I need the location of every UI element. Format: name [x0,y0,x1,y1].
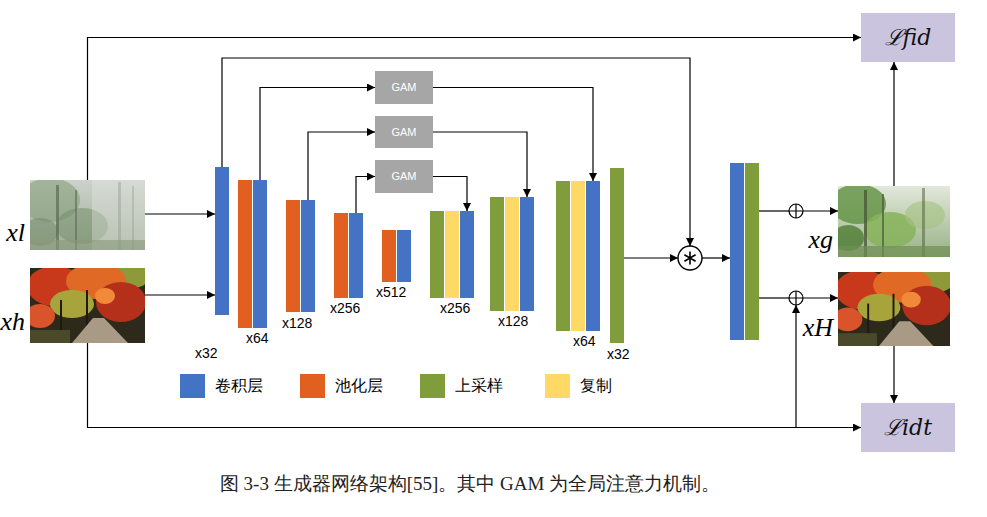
conv-bar [520,197,534,311]
bottleneck-block: x512 [382,230,411,282]
loss-label: ℒidt [884,417,932,439]
channel-label: x256 [440,301,470,315]
legend-label: 池化层 [335,378,383,394]
loss-box: ℒfid [861,13,955,62]
legend-swatch [180,374,205,398]
box-label: GAM [391,82,416,93]
legend-item: 池化层 [300,374,383,398]
decoder-block: x256 [430,211,474,298]
upsample-bar [490,197,504,311]
input-image: xh [30,268,145,343]
legend-label: 复制 [580,378,612,394]
connector-arrow [433,132,527,197]
autumn-road-image [30,268,145,343]
image-label: xg [808,227,833,253]
connector-arrow [893,62,894,186]
connector-arrow [308,132,375,200]
connector-arrow [433,88,593,182]
pool-bar [334,213,348,298]
encoder-block: x128 [286,200,315,312]
caption-box: 图 3-3 生成器网络架构[55]。其中 GAM 为全局注意力机制。 [0,474,940,494]
output-conv-bar [730,163,744,340]
pool-bar [286,200,300,312]
channel-label: x128 [282,316,312,330]
channel-label: x128 [498,314,528,328]
connector-arrow [433,177,467,212]
connector-arrow [356,177,375,214]
image-label: xH [803,315,833,341]
figure-caption: 图 3-3 生成器网络架构[55]。其中 GAM 为全局注意力机制。 [220,474,720,493]
conv-bar [253,180,267,328]
input-image: xl [30,180,145,250]
legend-label: 卷积层 [215,378,263,394]
conv-bar [397,230,411,282]
output-image: xH [838,272,950,346]
image-label: xh [0,309,25,335]
encoder-block: x64 [238,180,267,328]
channel-label: x32 [607,347,630,361]
attention-box: GAM [375,160,433,193]
channel-label: x32 [195,346,218,360]
connector-arrow [893,346,894,403]
channel-label: x256 [330,301,360,315]
image-label: xl [6,220,25,246]
copy-bar [571,181,585,331]
encoder-block: x32 [215,167,229,315]
pool-bar [382,230,396,282]
conv-bar [301,200,315,312]
output-image: xg [838,186,950,257]
upsample-bar [610,168,624,343]
conv-bar [349,213,363,298]
box-label: GAM [391,171,416,182]
attention-box: GAM [375,116,433,148]
legend-item: 上采样 [420,374,503,398]
attention-box: GAM [375,71,433,104]
pool-bar [238,180,252,328]
box-label: GAM [391,127,416,138]
encoder-block: x256 [334,213,363,298]
clear-forest-image [838,186,950,257]
decoder-block: x128 [490,197,534,311]
legend-label: 上采样 [455,378,503,394]
add-symbol [789,204,803,305]
wires [222,58,838,428]
loss-box: ℒidt [861,403,955,452]
copy-bar [445,211,459,298]
connector-arrow [260,88,375,181]
connector-arrow [88,38,862,181]
channel-label: x64 [573,334,596,348]
channel-label: x64 [246,331,269,345]
legend-swatch [420,374,445,398]
upsample-bar [430,211,444,298]
output-upsample-bar [745,163,759,340]
channel-label: x512 [376,285,406,299]
legend-item: 复制 [545,374,612,398]
conv-bar [586,181,600,331]
copy-bar [505,197,519,311]
connector-arrow [88,343,862,428]
legend-swatch [545,374,570,398]
connector-arrow [145,294,215,295]
connector-arrow [145,213,215,214]
conv-bar [215,167,229,315]
decoder-block: x64 [556,181,600,331]
conv-bar [460,211,474,298]
upsample-bar [556,181,570,331]
legend-item: 卷积层 [180,374,263,398]
multiply-symbol [678,246,702,270]
legend-swatch [300,374,325,398]
decoder-block: x32 [610,168,624,343]
loss-label: ℒfid [885,27,932,49]
foggy-forest-image [30,180,145,250]
